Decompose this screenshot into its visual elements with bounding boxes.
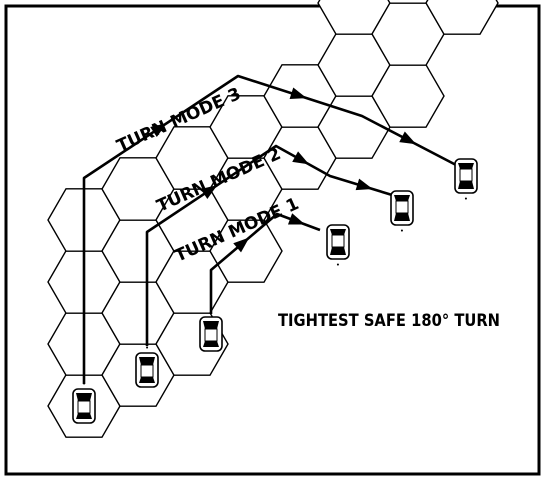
diagram-caption: TIGHTEST SAFE 180° TURN	[278, 311, 500, 331]
car-tag: •	[145, 344, 149, 352]
car-tag: •	[400, 226, 404, 234]
car-tag: •	[464, 194, 468, 202]
car-tag: •	[82, 380, 86, 388]
car-tag: •	[209, 308, 213, 316]
car-tag: •	[336, 260, 340, 268]
